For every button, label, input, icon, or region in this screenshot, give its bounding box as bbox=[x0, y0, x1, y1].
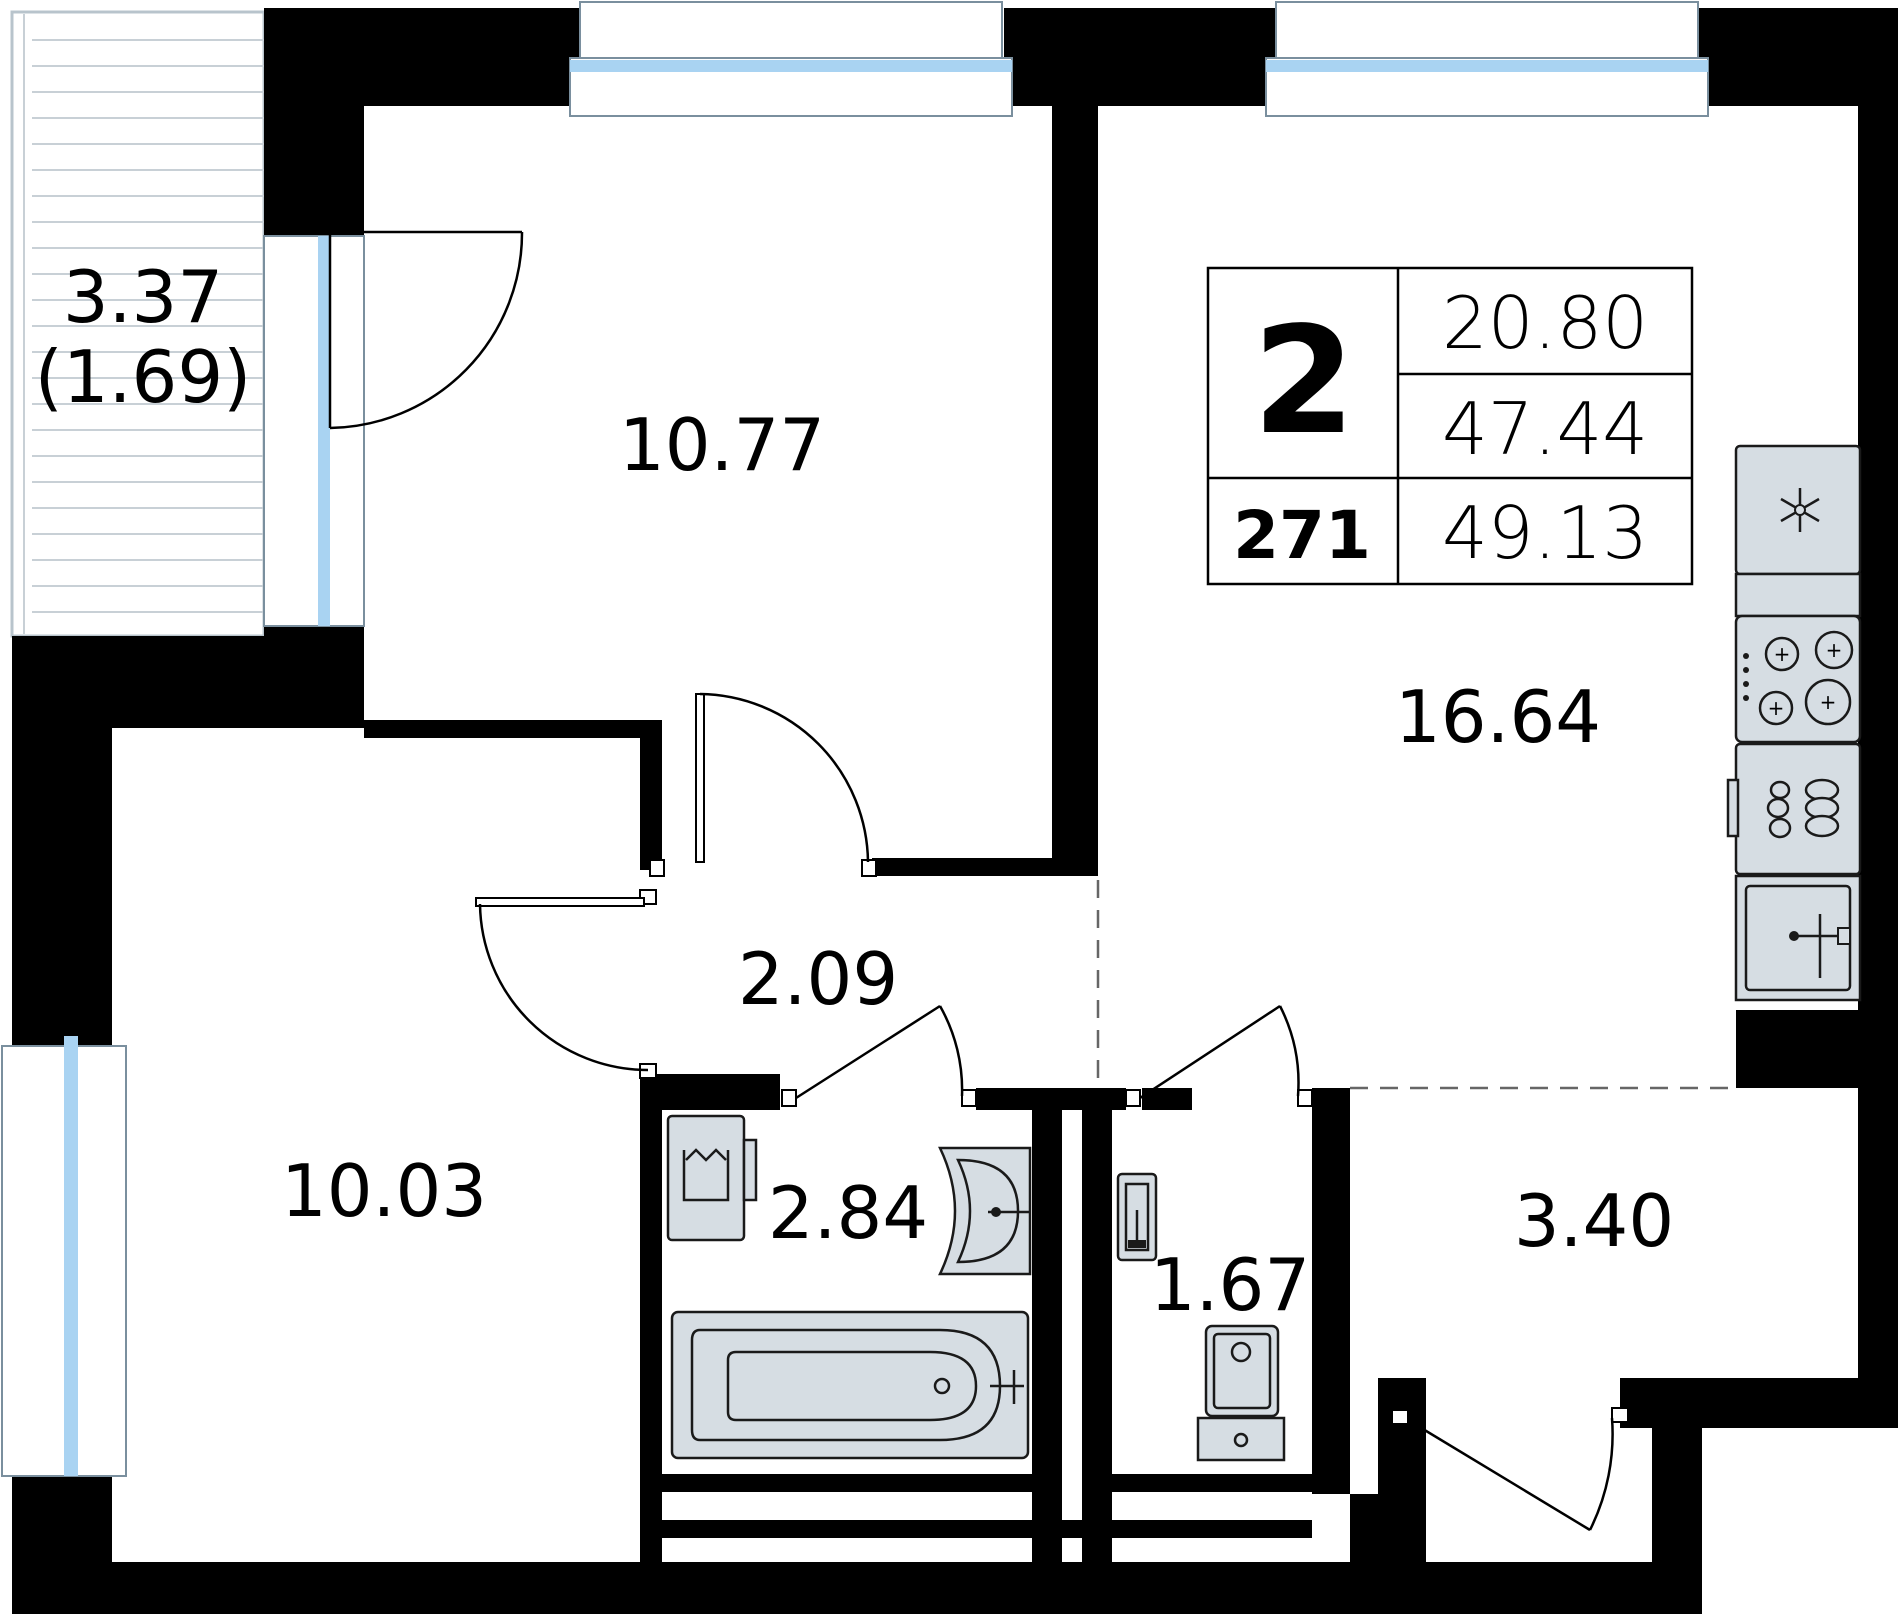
kitchen-living-area: 16.64 bbox=[1395, 675, 1601, 759]
kitchen-appliances: + + + + bbox=[1726, 444, 1862, 1002]
walls bbox=[12, 8, 1898, 1614]
bathtub-icon bbox=[670, 1310, 1030, 1460]
toilet-sink bbox=[1116, 1172, 1158, 1262]
oven-icon bbox=[1726, 742, 1862, 876]
apartment-info-table: 2 271 20.80 47.44 49.13 bbox=[1206, 266, 1694, 586]
zone-lines bbox=[1096, 880, 1736, 1090]
toilet-fixtures bbox=[1116, 1172, 1286, 1462]
stove-icon: + + + + bbox=[1734, 614, 1862, 744]
snowflake-icon bbox=[1780, 488, 1820, 532]
room-labels: 3.37 (1.69) 10.77 16.64 2.09 10.03 2.84 … bbox=[35, 255, 1674, 1327]
corridor-area: 2.09 bbox=[738, 937, 898, 1021]
sink-icon bbox=[1734, 874, 1862, 1002]
doors bbox=[328, 230, 1614, 1532]
svg-text:+: + bbox=[1768, 696, 1785, 720]
rooms-count: 2 bbox=[1253, 295, 1356, 467]
interior-walls bbox=[364, 106, 1629, 1614]
bedroom-top-area: 10.77 bbox=[619, 403, 825, 487]
balcony-area: 3.37 bbox=[63, 255, 223, 339]
total-with-balcony: 49.13 bbox=[1442, 491, 1648, 575]
hall-area: 3.40 bbox=[1514, 1179, 1674, 1263]
balcony-reduced-area: (1.69) bbox=[35, 335, 252, 419]
bathroom-fixtures bbox=[666, 1114, 1032, 1460]
svg-text:+: + bbox=[1774, 642, 1791, 666]
toilet-icon bbox=[1196, 1324, 1286, 1462]
toilet-area: 1.67 bbox=[1150, 1243, 1310, 1327]
svg-text:+: + bbox=[1820, 690, 1837, 714]
svg-text:+: + bbox=[1826, 638, 1843, 662]
fridge bbox=[1734, 444, 1862, 576]
total-area: 47.44 bbox=[1442, 387, 1648, 471]
windows bbox=[1, 1, 1709, 1477]
balcony bbox=[10, 10, 266, 638]
bathroom-area: 2.84 bbox=[768, 1171, 928, 1255]
unit-number: 271 bbox=[1233, 497, 1371, 574]
living-area: 20.80 bbox=[1442, 281, 1648, 365]
washbasin-icon bbox=[938, 1146, 1032, 1276]
washing-machine bbox=[666, 1114, 758, 1242]
bedroom-bottom-area: 10.03 bbox=[281, 1149, 487, 1233]
